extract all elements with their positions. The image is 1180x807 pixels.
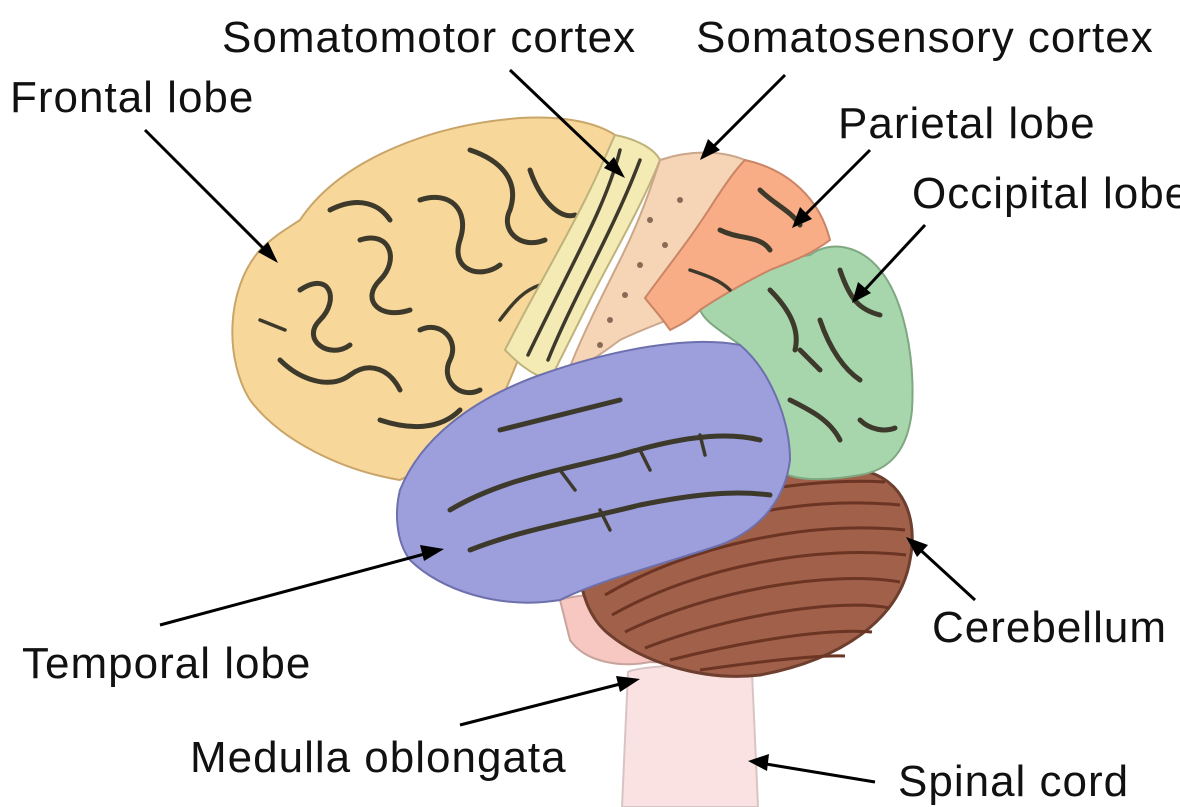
spinal-cord-pointer (760, 763, 875, 782)
somatosensory-cortex-label: Somatosensory cortex (696, 13, 1154, 62)
somatomotor-cortex-label: Somatomotor cortex (222, 13, 636, 62)
temporal-lobe-label: Temporal lobe (22, 639, 311, 688)
spinal-cord-label: Spinal cord (898, 757, 1129, 806)
parietal-lobe-label: Parietal lobe (838, 99, 1096, 148)
cerebellum-pointer (915, 545, 975, 600)
spinal-cord-region (622, 665, 758, 807)
cerebellum-label: Cerebellum (932, 603, 1167, 652)
medulla-oblongata-label: Medulla oblongata (190, 733, 567, 782)
medulla-pointer (460, 682, 628, 725)
occipital-lobe-label: Occipital lobe (912, 169, 1180, 218)
parietal-lobe-pointer (800, 150, 870, 220)
frontal-lobe-label: Frontal lobe (10, 73, 254, 122)
frontal-lobe-pointer (145, 130, 270, 255)
somatosensory-pointer (710, 75, 785, 150)
temporal-lobe-pointer (160, 552, 432, 625)
